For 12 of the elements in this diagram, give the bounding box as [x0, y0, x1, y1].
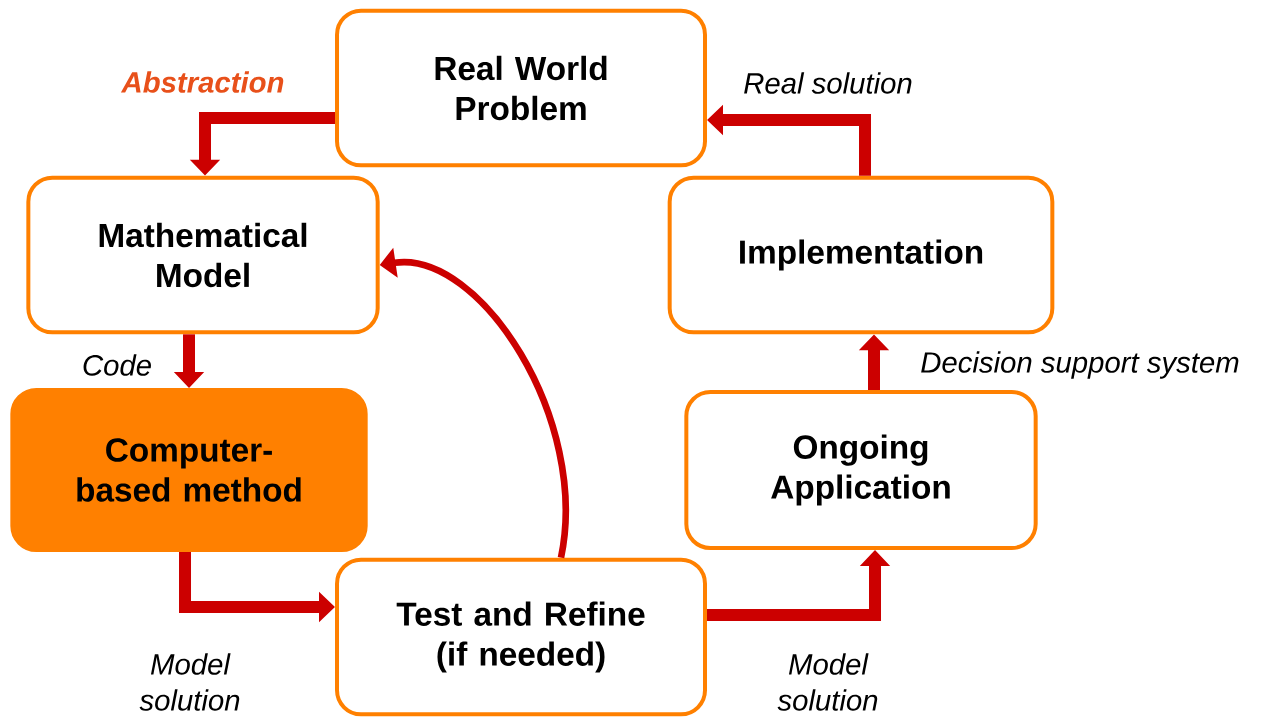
edge-label: Real solution: [744, 72, 912, 94]
edge-label: Decision support system: [921, 351, 1239, 379]
process-box: Test and Refine (if needed): [335, 557, 707, 717]
process-box: Computer-based method: [10, 388, 368, 552]
process-box: Implementation: [667, 175, 1055, 335]
process-box: Ongoing Application: [684, 390, 1038, 550]
edge-label: Model solution: [139, 653, 240, 711]
edge-label: Model solution: [777, 653, 878, 711]
process-box: Mathematical Model: [26, 175, 380, 335]
process-box: Real World Problem: [335, 8, 707, 168]
edge-label: Code: [83, 354, 151, 376]
edge-label: Abstraction: [120, 71, 284, 93]
